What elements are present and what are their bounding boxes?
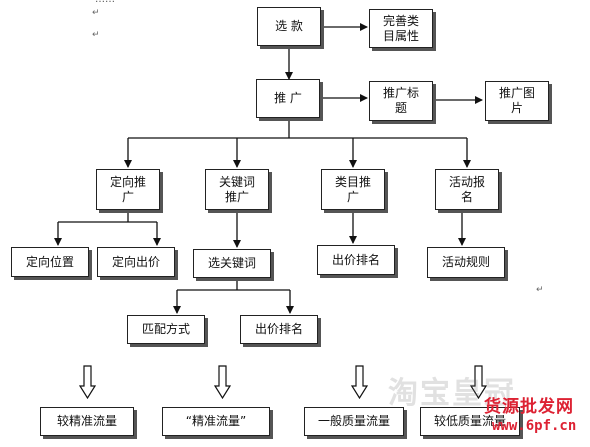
- top-text-fragment: ……: [95, 0, 115, 5]
- node-keyword-promo: 关键词 推广: [205, 169, 269, 210]
- hollow-arrow-2: [213, 365, 232, 400]
- paragraph-mark: ↵: [92, 8, 100, 18]
- node-category-bid-rank: 出价排名: [317, 245, 395, 275]
- node-select-product: 选 款: [257, 7, 321, 46]
- result-average-traffic: 一般质量流量: [304, 407, 404, 436]
- watermark-faint: 淘宝皇冠: [388, 376, 516, 411]
- node-choose-keywords: 选关键词: [193, 249, 271, 278]
- node-category-promo: 类目推 广: [321, 169, 385, 210]
- node-activity-rules: 活动规则: [427, 247, 505, 278]
- hollow-arrow-3: [350, 365, 369, 400]
- node-promo-image: 推广图 片: [485, 81, 549, 121]
- node-category-attributes: 完善类 目属性: [369, 9, 433, 48]
- node-match-type: 匹配方式: [127, 315, 205, 344]
- node-targeted-bid: 定向出价: [97, 247, 175, 277]
- paragraph-mark: ↵: [92, 30, 100, 40]
- hollow-arrow-1: [78, 365, 97, 400]
- watermark-logo-text: 货源批发网: [484, 397, 574, 417]
- node-keyword-bid-rank: 出价排名: [240, 315, 318, 344]
- result-low-quality-traffic: 较低质量流量: [420, 407, 520, 436]
- paragraph-mark: ↵: [536, 285, 544, 295]
- node-activity-signup: 活动报 名: [435, 169, 499, 210]
- watermark-url: www.6pf.cn: [492, 418, 577, 434]
- node-targeted-promo: 定向推 广: [96, 169, 160, 210]
- hollow-arrow-4: [469, 365, 488, 400]
- node-promo-title: 推广标 题: [369, 81, 433, 121]
- result-fairly-precise-traffic: 较精准流量: [40, 407, 134, 436]
- node-targeted-position: 定向位置: [11, 247, 89, 277]
- result-precise-traffic: “精准流量”: [162, 407, 270, 436]
- node-promote: 推 广: [256, 79, 320, 118]
